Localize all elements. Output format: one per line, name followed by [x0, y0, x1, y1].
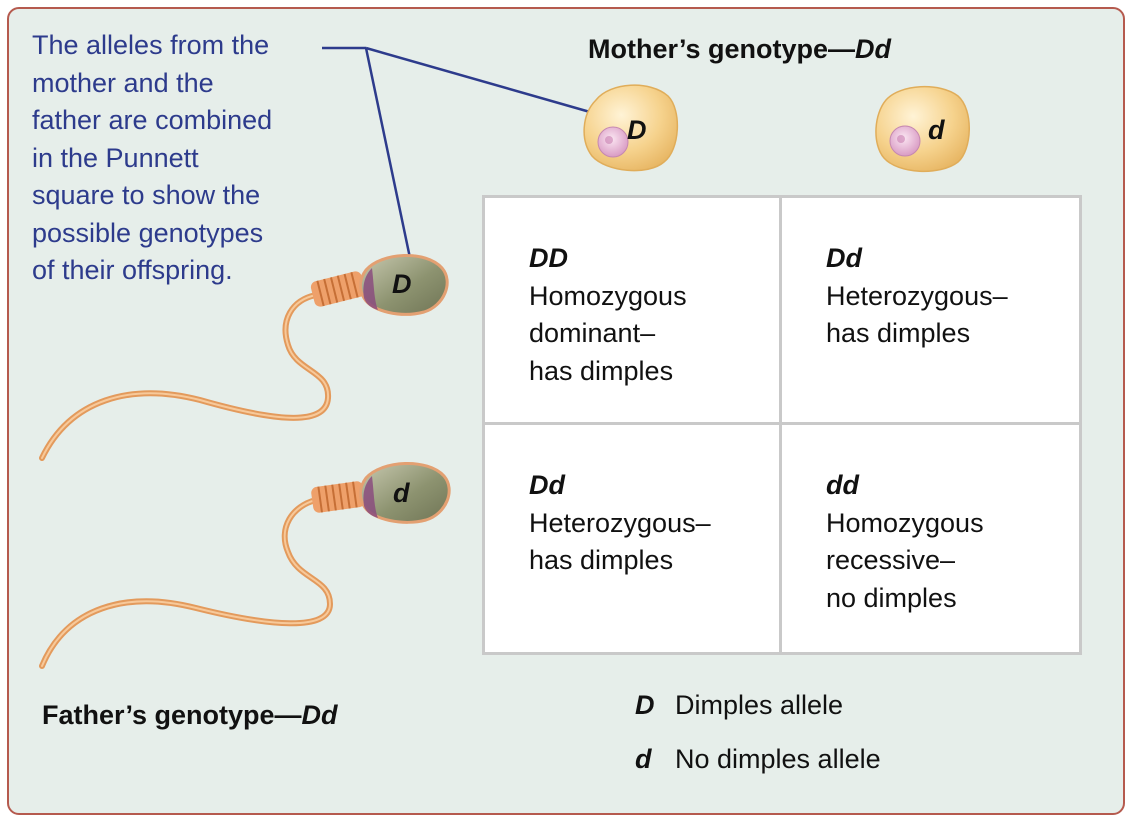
cell-description-line: Heterozygous– [529, 507, 711, 538]
cell-genotype: dd [826, 470, 859, 500]
sperm-cell-d [39, 462, 451, 669]
mother-title-label: Mother’s genotype— [588, 34, 856, 64]
cell-description-line: has dimples [529, 355, 674, 386]
callout-line: square to show the [32, 180, 261, 210]
sperm-allele-D: D [392, 269, 412, 299]
callout-line: possible genotypes [32, 217, 264, 248]
sperm-cell-D [39, 254, 449, 461]
callout-line: of their offspring. [32, 255, 233, 285]
father-genotype: Dd [301, 700, 338, 730]
cell-description-line: Homozygous [826, 507, 984, 538]
key-item-recessive: d No dimples allele [635, 744, 881, 775]
punnett-cell: Dd Heterozygous– has dimples [485, 425, 782, 652]
key-symbol: d [635, 744, 652, 774]
callout-line: in the Punnett [32, 142, 199, 173]
cell-genotype: Dd [826, 243, 862, 273]
egg-cell-D [583, 84, 679, 172]
cell-genotype: DD [529, 243, 568, 273]
callout-line: The alleles from the [32, 30, 270, 60]
key-symbol: D [635, 690, 655, 720]
cell-description-line: has dimples [529, 545, 674, 575]
cell-description-line: Homozygous [529, 280, 687, 311]
punnett-cell: dd Homozygous recessive– no dimples [782, 425, 1079, 652]
callout-leader-lines [322, 46, 591, 259]
punnett-square: DD Homozygous dominant– has dimples Dd H… [482, 195, 1082, 655]
mother-genotype: Dd [855, 34, 892, 64]
father-title-label: Father’s genotype— [42, 700, 302, 730]
egg-cell-d [875, 86, 970, 172]
callout-text: The alleles from the mother and the fath… [32, 27, 332, 290]
egg-allele-d: d [928, 115, 945, 145]
cell-description-line: dominant– [529, 318, 656, 348]
key-item-dominant: D Dimples allele [635, 690, 843, 721]
sperm-allele-d: d [393, 478, 410, 508]
father-genotype-title: Father’s genotype—Dd [42, 700, 338, 731]
callout-line: father are combined [32, 105, 273, 135]
cell-description-line: recessive– [826, 545, 956, 575]
cell-genotype: Dd [529, 470, 565, 500]
cell-description-line: has dimples [826, 318, 971, 348]
egg-allele-D: D [627, 115, 647, 145]
callout-line: mother and the [32, 67, 214, 98]
cell-description-line: Heterozygous– [826, 280, 1008, 311]
cell-description-line: no dimples [826, 582, 957, 613]
key-label: No dimples allele [675, 744, 881, 774]
mother-genotype-title: Mother’s genotype—Dd [588, 34, 891, 65]
punnett-cell: DD Homozygous dominant– has dimples [485, 198, 782, 425]
key-label: Dimples allele [675, 690, 844, 720]
punnett-cell: Dd Heterozygous– has dimples [782, 198, 1079, 425]
